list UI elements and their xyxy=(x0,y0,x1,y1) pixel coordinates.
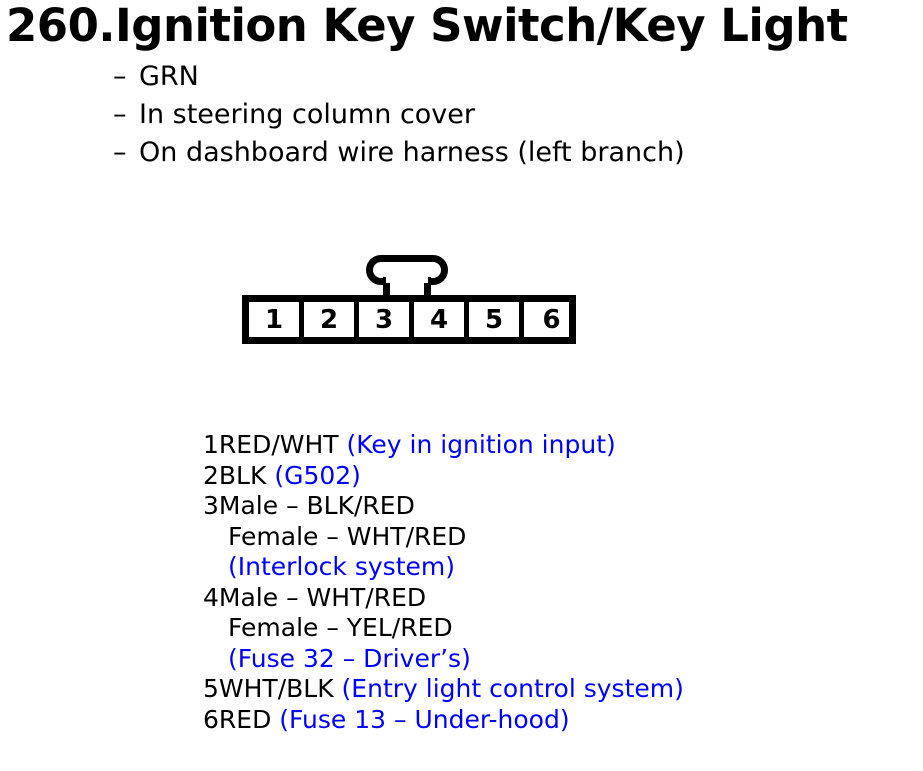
pinout-row: Female – WHT/RED xyxy=(203,522,903,553)
dash-icon: – xyxy=(113,61,127,92)
pinout-wire: 6RED xyxy=(203,704,280,734)
pinout-wire: 4Male – WHT/RED xyxy=(203,582,427,612)
pinout-description: (Fuse 32 – Driver’s) xyxy=(228,643,471,673)
pinout-wire: 2BLK xyxy=(203,460,275,490)
connector-pin-1: 1 xyxy=(249,302,304,337)
connector-pin-6: 6 xyxy=(524,302,569,337)
list-item: – In steering column cover xyxy=(113,96,903,134)
pinout-row: 4Male – WHT/RED xyxy=(203,583,903,614)
pinout-description: (Entry light control system) xyxy=(341,674,684,703)
pinout-row: 3Male – BLK/RED xyxy=(203,491,903,522)
pinout-description: (Key in ignition input) xyxy=(346,430,616,459)
pinout-row: (Interlock system) xyxy=(203,552,903,583)
connector-body: 1 2 3 4 5 6 xyxy=(242,295,576,344)
pinout-row: (Fuse 32 – Driver’s) xyxy=(203,644,903,675)
pinout-row: 1RED/WHT (Key in ignition input) xyxy=(203,430,903,461)
list-item-label: In steering column cover xyxy=(139,99,475,130)
dash-icon: – xyxy=(113,99,127,130)
pinout-list: 1RED/WHT (Key in ignition input) 2BLK (G… xyxy=(203,430,903,735)
list-item: – GRN xyxy=(113,58,903,96)
notes-list: – GRN – In steering column cover – On da… xyxy=(113,58,903,172)
connector-pin-4: 4 xyxy=(414,302,469,337)
pinout-wire: Female – WHT/RED xyxy=(228,521,467,551)
pinout-wire: 1RED/WHT xyxy=(203,430,347,459)
pinout-row: Female – YEL/RED xyxy=(203,613,903,644)
pinout-description: (G502) xyxy=(274,460,361,490)
pinout-row: 5WHT/BLK (Entry light control system) xyxy=(203,674,903,705)
connector-pin-3: 3 xyxy=(359,302,414,337)
list-item: – On dashboard wire harness (left branch… xyxy=(113,134,903,172)
list-item-label: On dashboard wire harness (left branch) xyxy=(139,137,685,168)
connector-pin-5: 5 xyxy=(469,302,524,337)
pinout-description: (Interlock system) xyxy=(228,552,455,581)
connector-pin-2: 2 xyxy=(304,302,359,337)
pinout-wire: 3Male – BLK/RED xyxy=(203,491,415,520)
pinout-wire: 5WHT/BLK xyxy=(203,674,342,703)
connector-diagram: 1 2 3 4 5 6 xyxy=(242,255,582,347)
pinout-row: 6RED (Fuse 13 – Under-hood) xyxy=(203,705,903,736)
page-title: 260.Ignition Key Switch/Key Light xyxy=(6,0,848,52)
pinout-wire: Female – YEL/RED xyxy=(228,613,453,642)
pinout-row: 2BLK (G502) xyxy=(203,461,903,492)
pinout-description: (Fuse 13 – Under-hood) xyxy=(279,704,570,734)
dash-icon: – xyxy=(113,137,127,168)
latch-cap-shape xyxy=(386,275,428,283)
list-item-label: GRN xyxy=(139,61,199,92)
